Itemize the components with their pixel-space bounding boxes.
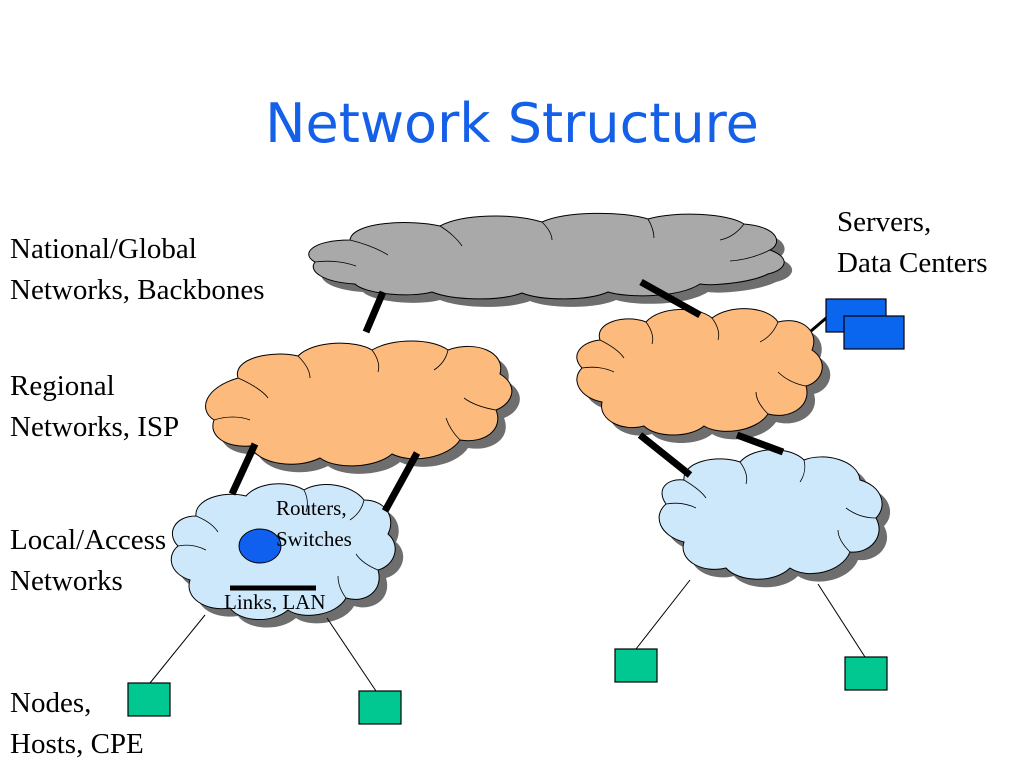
nodes-label-line1: Nodes, xyxy=(10,687,92,719)
link-regional-local-right-a xyxy=(637,432,693,478)
host-node-icon xyxy=(844,656,888,691)
node-links xyxy=(149,579,866,692)
link-local-left-node-b xyxy=(326,617,377,692)
link-backbone-regional-right xyxy=(639,278,702,319)
links-lan-annotation: Links, LAN xyxy=(224,590,326,614)
servers-label-line2: Data Centers xyxy=(837,247,988,279)
backbone-cloud xyxy=(308,212,793,307)
local-cloud-left xyxy=(170,483,404,628)
routers-annotation-line2: Switches xyxy=(276,527,352,551)
link-regional-local-right-b xyxy=(735,431,785,456)
servers-label-line1: Servers, xyxy=(837,206,932,238)
link-backbone-regional-left xyxy=(362,290,387,334)
local-networks-label: Local/Access Networks xyxy=(10,520,166,602)
routers-annotation-line1: Routers, xyxy=(276,496,347,520)
nodes-label-line2: Hosts, CPE xyxy=(10,728,144,760)
regional-label-line2: Networks, ISP xyxy=(10,411,180,443)
nodes-label: Nodes, Hosts, CPE xyxy=(10,683,144,765)
host-node-icon xyxy=(358,690,402,725)
link-regional-local-left-b xyxy=(381,451,421,513)
local-cloud-right xyxy=(658,449,891,588)
local-label-line2: Networks xyxy=(10,565,123,597)
server-icon xyxy=(843,315,905,350)
link-local-left-node-a xyxy=(149,614,206,684)
link-local-right-node-b xyxy=(817,583,866,658)
local-label-line1: Local/Access xyxy=(10,524,167,556)
link-local-right-node-a xyxy=(635,579,691,650)
host-node-icon xyxy=(614,648,658,683)
slide-title: Network Structure xyxy=(265,92,759,155)
router-icon xyxy=(238,528,282,564)
regional-cloud-left xyxy=(205,340,520,474)
host-node-icon xyxy=(127,682,171,717)
regional-cloud-right xyxy=(576,308,831,443)
link-regional-local-left-a xyxy=(228,442,259,496)
regional-networks-label: Regional Networks, ISP xyxy=(10,366,179,448)
national-label-line2: Networks, Backbones xyxy=(10,274,265,306)
servers-label: Servers, Data Centers xyxy=(837,202,988,284)
national-networks-label: National/Global Networks, Backbones xyxy=(10,229,265,311)
network-links xyxy=(228,278,785,513)
national-label-line1: National/Global xyxy=(10,233,197,265)
regional-label-line1: Regional xyxy=(10,370,115,402)
